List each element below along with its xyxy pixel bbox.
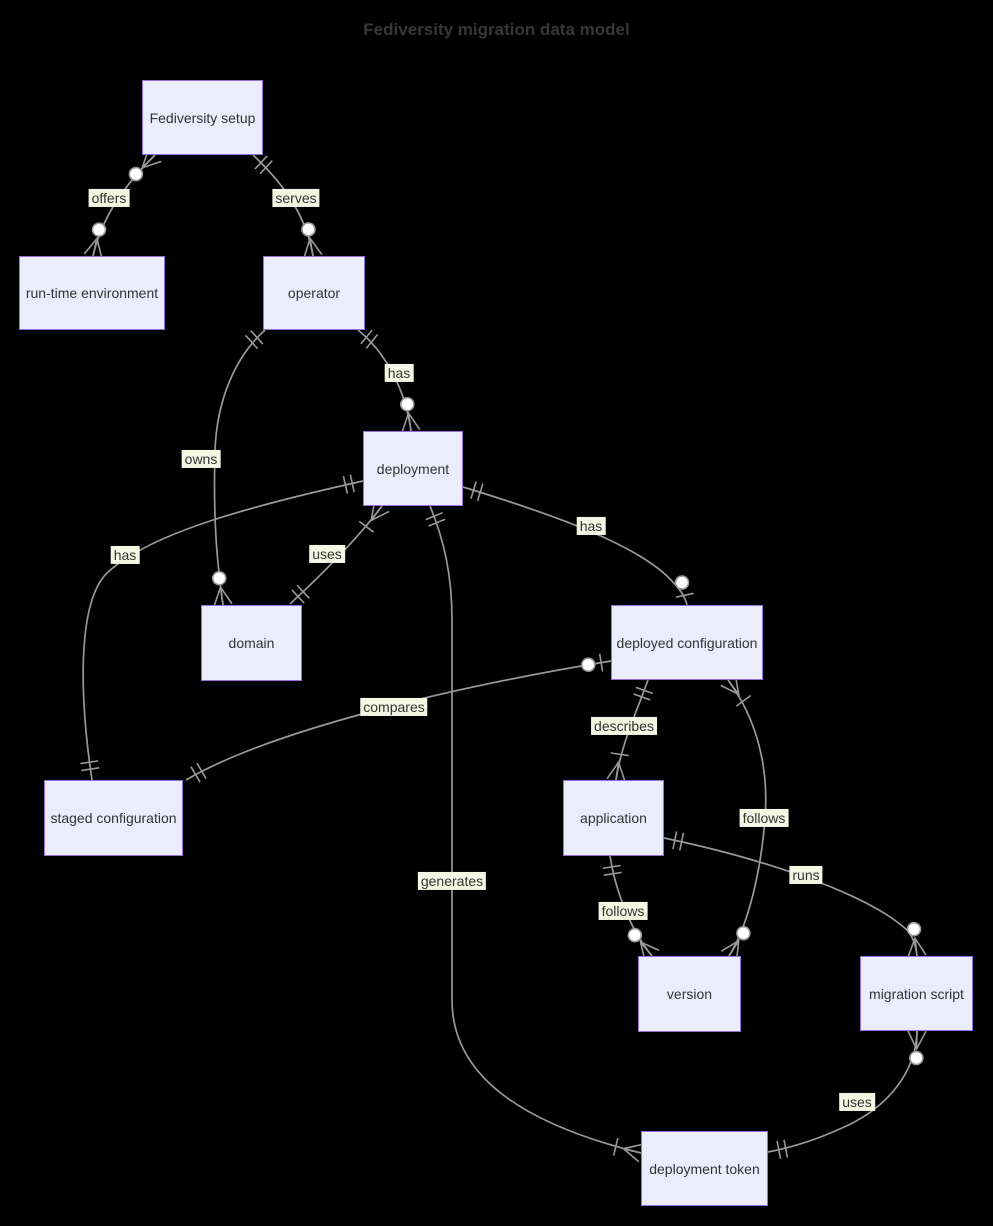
entity-version: version: [638, 956, 741, 1032]
entity-domain: domain: [201, 605, 302, 681]
relationship-label-runs: runs: [789, 865, 823, 885]
relationship-label-uses-deployment-domain: uses: [309, 544, 345, 564]
relationship-label-compares: compares: [360, 697, 428, 717]
entity-application: application: [563, 780, 664, 856]
entity-run-time-environment: run-time environment: [19, 256, 165, 330]
relationship-has-deployment-deployed-configuration: [462, 481, 694, 606]
entity-label: domain: [228, 635, 275, 651]
relationship-label-serves: serves: [272, 188, 320, 208]
relationship-label-uses-migration-script-deployment-token: uses: [839, 1092, 875, 1112]
entity-label: deployment: [376, 460, 450, 477]
relationship-label-offers: offers: [88, 188, 130, 208]
relationship-label-follows-application-version: follows: [598, 901, 648, 921]
entity-label: version: [666, 986, 713, 1002]
relationship-label-describes: describes: [591, 716, 657, 736]
entity-label: operator: [287, 285, 341, 301]
entity-label: application: [580, 810, 647, 826]
relationship-uses-migration-script-deployment-token: [767, 1030, 927, 1159]
relationship-label-generates: generates: [417, 871, 487, 891]
relationship-label-has-deployment-deployed-configuration: has: [576, 516, 606, 536]
entity-label: Fediversity setup: [149, 109, 256, 126]
entity-label: run-time environment: [25, 285, 159, 301]
diagram-title: Fediversity migration data model: [363, 20, 630, 39]
relationship-label-follows-deployed-configuration-version: follows: [739, 808, 789, 828]
entity-label: deployment token: [649, 1160, 760, 1177]
entity-label: migration script: [869, 985, 964, 1002]
entity-deployment: deployment: [363, 431, 463, 506]
relationship-label-owns: owns: [181, 449, 221, 469]
entity-operator: operator: [263, 256, 365, 330]
entity-deployed-configuration: deployed configuration: [611, 605, 763, 680]
entity-label: deployed configuration: [616, 634, 758, 651]
entity-staged-configuration: staged configuration: [44, 780, 183, 856]
relationship-owns: [211, 329, 266, 607]
entity-label: staged configuration: [50, 810, 177, 826]
entity-migration-script: migration script: [860, 956, 973, 1031]
relationship-label-has-operator-deployment: has: [384, 363, 414, 383]
relationship-runs: [663, 831, 927, 958]
entity-fediversity-setup: Fediversity setup: [142, 80, 263, 155]
relationship-has-deployment-staged-configuration: [80, 474, 364, 781]
relationship-generates: [425, 505, 644, 1163]
relationship-label-has-deployment-staged-configuration: has: [110, 545, 140, 565]
entity-deployment-token: deployment token: [641, 1131, 768, 1206]
